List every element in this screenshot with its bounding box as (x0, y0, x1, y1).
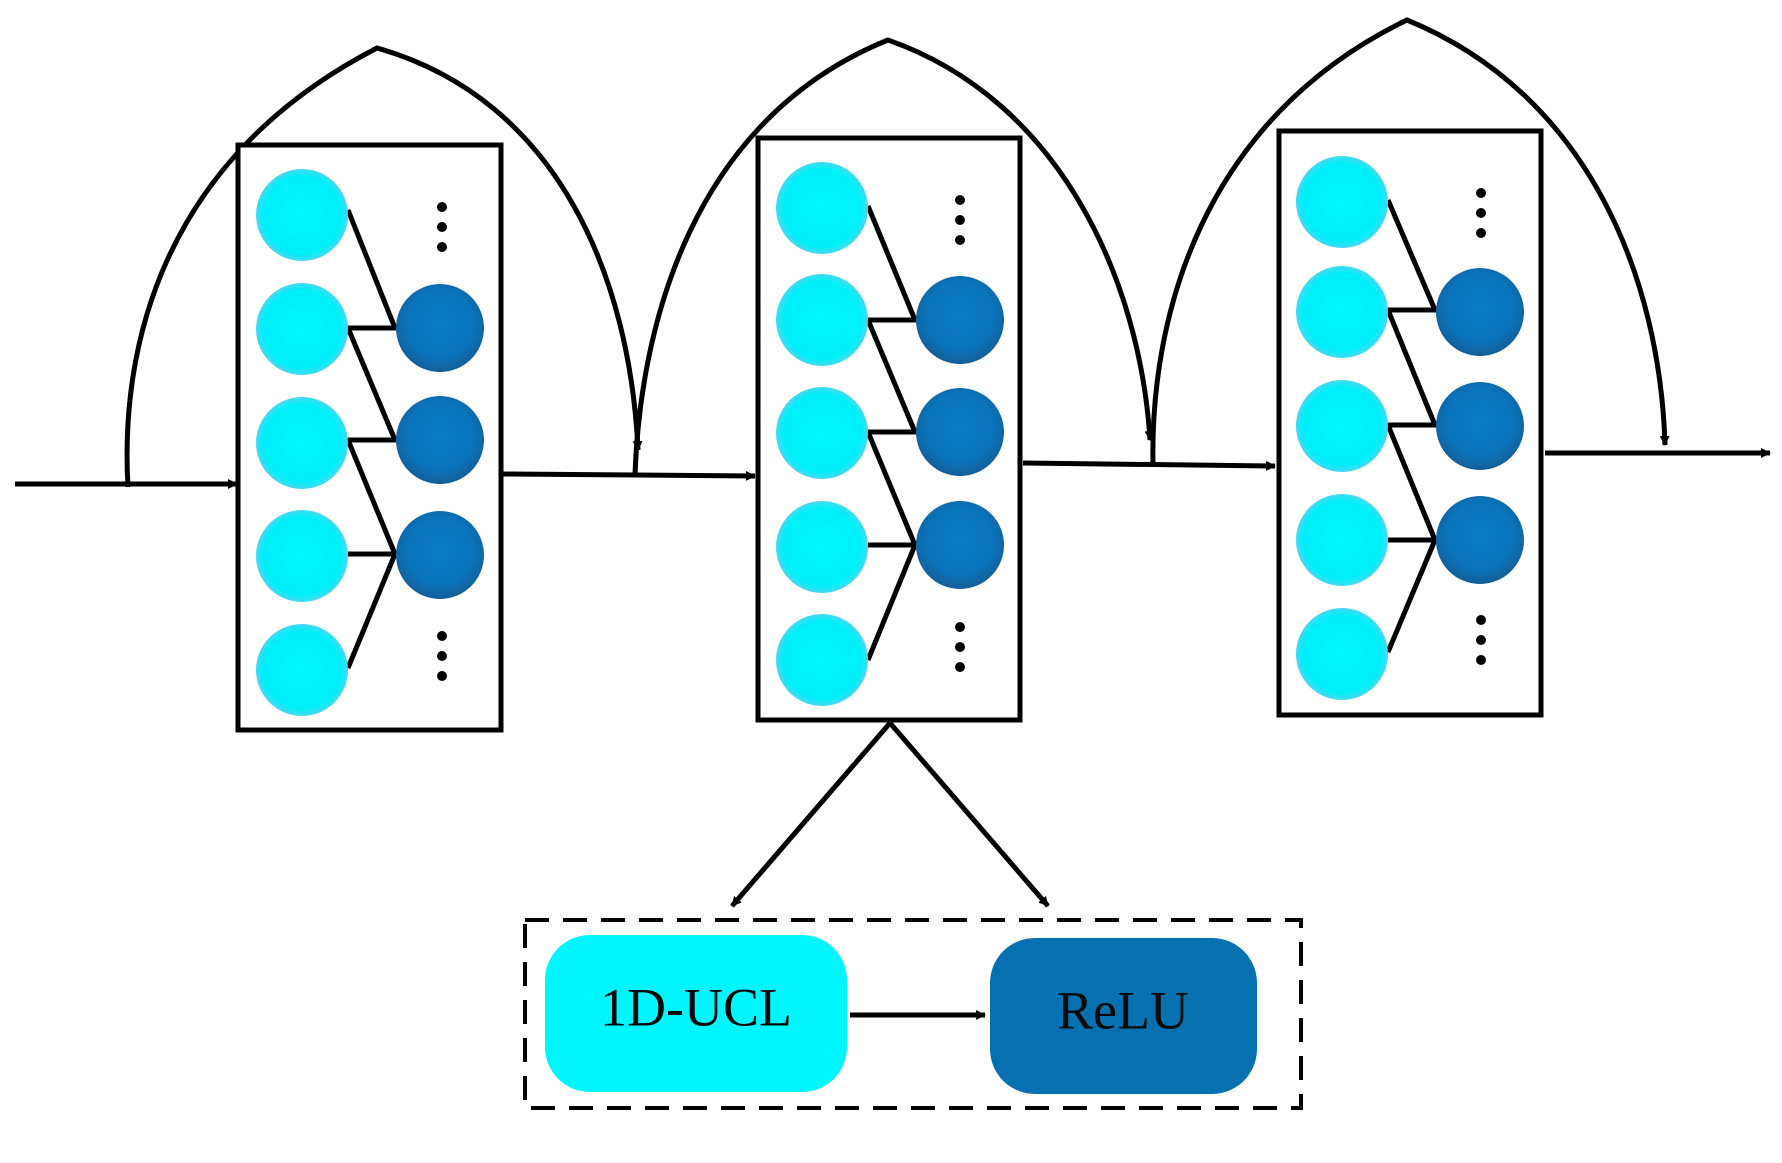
input-node (776, 501, 868, 593)
block2-to-block3-arrow (1022, 460, 1276, 471)
input-node (1296, 380, 1388, 472)
ellipsis-icon (1476, 188, 1486, 665)
skip-connection-3 (1150, 17, 1670, 466)
input-node (1296, 494, 1388, 586)
ellipsis-icon (437, 202, 447, 681)
output-node (396, 511, 484, 599)
expand-left-arrow (730, 721, 892, 908)
output-node (916, 501, 1004, 589)
skip-connection-2 (632, 37, 1155, 476)
input-node (776, 614, 868, 706)
residual-block-1 (235, 142, 504, 733)
skip-connection-1 (124, 45, 643, 488)
layer-label: 1D-UCL (600, 977, 792, 1037)
input-nodes (1296, 156, 1388, 700)
input-node (256, 169, 348, 261)
output-node (396, 396, 484, 484)
block-connections (864, 205, 919, 661)
output-node (916, 276, 1004, 364)
ellipsis-icon (955, 195, 965, 672)
residual-block-2 (755, 135, 1023, 723)
output-node (1436, 496, 1524, 584)
input-node (256, 283, 348, 375)
activation-box (990, 938, 1257, 1094)
output-nodes (916, 276, 1004, 589)
input-node (256, 397, 348, 489)
block-connections (344, 209, 399, 669)
input-node (776, 162, 868, 254)
input-node (776, 387, 868, 479)
output-node (396, 284, 484, 372)
output-nodes (1436, 268, 1524, 584)
block1-to-block2-arrow (502, 470, 756, 481)
residual-block-3 (1276, 128, 1544, 718)
output-node (1436, 268, 1524, 356)
output-node (916, 388, 1004, 476)
skip-connections (124, 17, 1670, 488)
input-node (256, 624, 348, 716)
output-nodes (396, 284, 484, 599)
activation-label: ReLU (1057, 980, 1189, 1040)
expand-right-arrow (888, 721, 1050, 908)
input-nodes (776, 162, 868, 706)
expansion-arrows (730, 721, 1050, 908)
input-node (256, 510, 348, 602)
output-node (1436, 382, 1524, 470)
input-nodes (256, 169, 348, 716)
layer-box (545, 935, 847, 1092)
block-detail-panel: 1D-UCL ReLU (523, 918, 1303, 1110)
input-node (1296, 266, 1388, 358)
input-node (776, 274, 868, 366)
block-connections (1384, 199, 1439, 653)
input-node (1296, 156, 1388, 248)
input-node (1296, 608, 1388, 700)
detail-frame (523, 918, 1303, 1110)
